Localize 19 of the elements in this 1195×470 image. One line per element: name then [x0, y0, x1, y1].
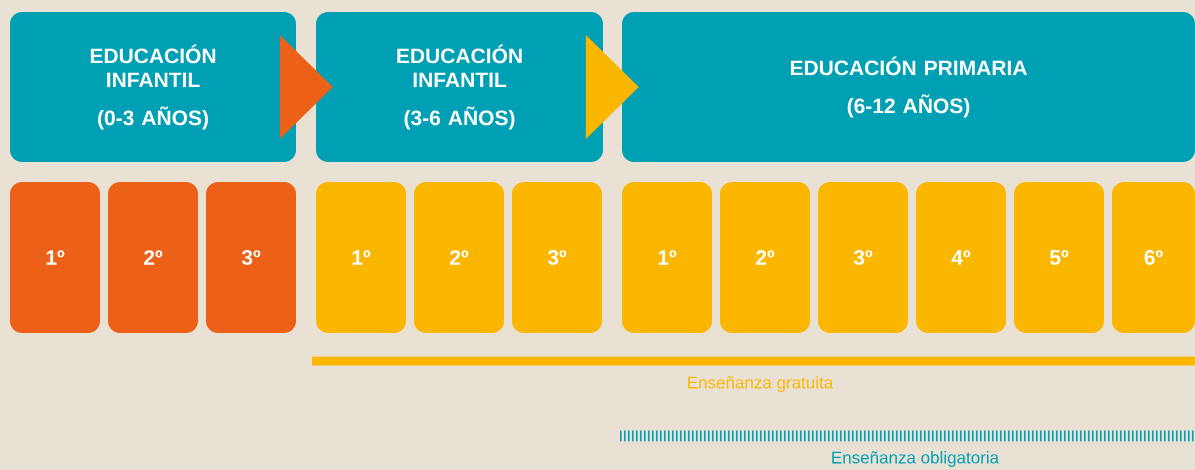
range-label: Enseñanza gratuita — [688, 376, 834, 392]
year-cell: 3º — [818, 182, 908, 333]
year-cell: 2º — [414, 182, 504, 333]
stage-box: EDUCACIÓN INFANTIL (0-3 AÑOS) — [10, 12, 296, 162]
year-cell: 3º — [206, 182, 296, 333]
year-cell: 1º — [10, 182, 100, 333]
year-cell: 2º — [108, 182, 198, 333]
arrow — [585, 35, 639, 139]
stage-box: EDUCACIÓN PRIMARIA (6-12 AÑOS) — [622, 12, 1195, 162]
range-label: Enseñanza obligatoria — [832, 451, 1000, 467]
arrow — [279, 35, 333, 139]
year-cell: 6º — [1112, 182, 1195, 333]
year-cell: 1º — [316, 182, 406, 333]
year-cell: 2º — [720, 182, 810, 333]
year-cell: 5º — [1014, 182, 1104, 333]
year-cell: 1º — [622, 182, 712, 333]
year-cell: 4º — [916, 182, 1006, 333]
year-cell: 3º — [512, 182, 602, 333]
stage-box: EDUCACIÓN INFANTIL (3-6 AÑOS) — [316, 12, 603, 162]
